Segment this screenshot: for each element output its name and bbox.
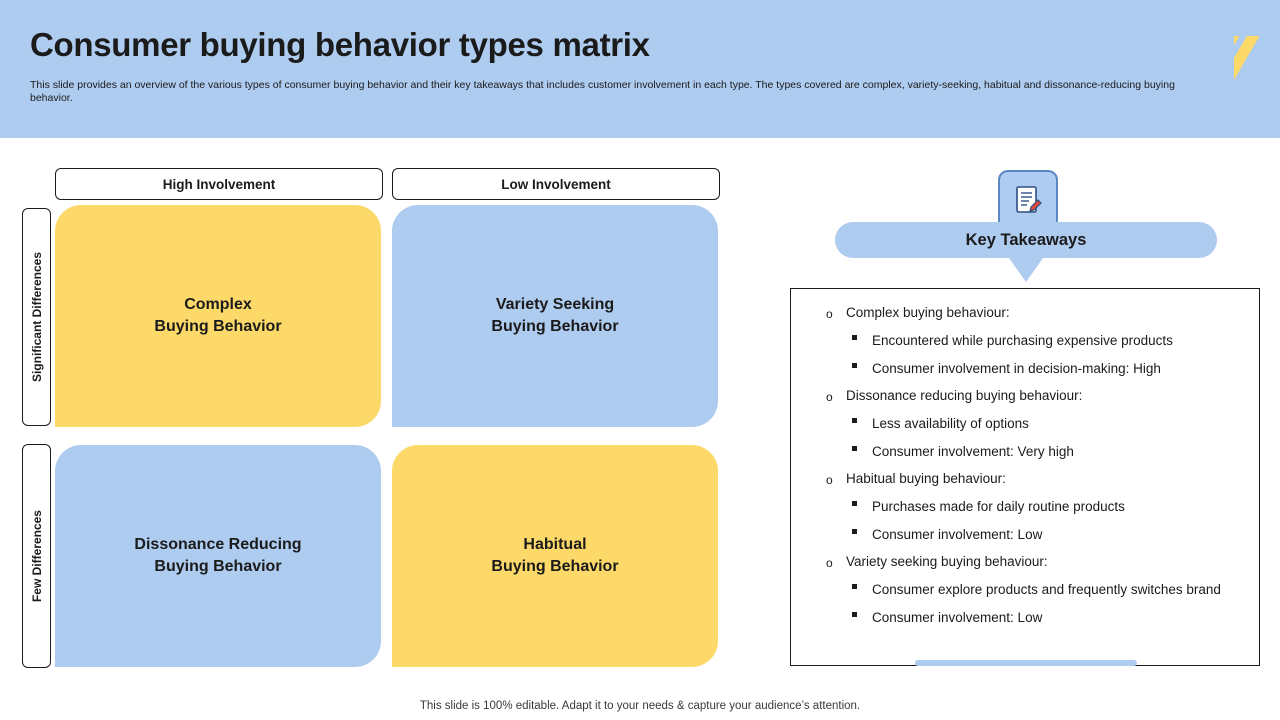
square-bullet-icon — [852, 529, 857, 534]
quadrant-habitual-buying-behavior: Habitual Buying Behavior — [392, 445, 718, 667]
list-item: Encountered while purchasing expensive p… — [820, 332, 1260, 350]
row-header-label: Few Differences — [29, 509, 44, 603]
quadrant-complex-buying-behavior: Complex Buying Behavior — [55, 205, 381, 427]
list-item-label: Consumer involvement: Low — [872, 610, 1043, 625]
column-header-high-involvement: High Involvement — [55, 168, 383, 200]
key-takeaways-underline — [915, 660, 1137, 666]
square-bullet-icon — [852, 584, 857, 589]
list-item: Purchases made for daily routine product… — [820, 498, 1260, 516]
list-item-label: Consumer involvement: Low — [872, 527, 1043, 542]
circle-bullet-icon: o — [826, 556, 833, 570]
quadrant-title-line1: Dissonance Reducing — [134, 536, 302, 553]
list-item-label: Consumer explore products and frequently… — [872, 582, 1221, 597]
square-bullet-icon — [852, 335, 857, 340]
row-header-label: Significant Differences — [29, 251, 44, 383]
row-header-few-differences: Few Differences — [22, 444, 51, 668]
page-title: Consumer buying behavior types matrix — [30, 26, 650, 63]
list-item-label: Variety seeking buying behaviour: — [846, 554, 1048, 569]
quadrant-title-line1: Complex — [184, 296, 252, 313]
circle-bullet-icon: o — [826, 473, 833, 487]
list-item: o Variety seeking buying behaviour: — [820, 553, 1260, 571]
list-item: o Habitual buying behaviour: — [820, 470, 1260, 488]
document-edit-icon-glyph — [1016, 186, 1042, 213]
square-bullet-icon — [852, 501, 857, 506]
key-takeaways-banner: Key Takeaways — [835, 222, 1217, 258]
list-item-label: Habitual buying behaviour: — [846, 471, 1006, 486]
list-item: Consumer explore products and frequently… — [820, 581, 1260, 599]
list-item: Consumer involvement: Low — [820, 609, 1260, 627]
row-header-significant-differences: Significant Differences — [22, 208, 51, 426]
quadrant-title-line1: Variety Seeking — [495, 296, 615, 313]
list-item-label: Complex buying behaviour: — [846, 305, 1010, 320]
list-item: Less availability of options — [820, 415, 1260, 433]
list-item-label: Less availability of options — [872, 416, 1029, 431]
quadrant-variety-seeking-buying-behavior: Variety Seeking Buying Behavior — [392, 205, 718, 427]
key-takeaways-list: o Complex buying behaviour: Encountered … — [820, 300, 1260, 627]
down-arrow-icon — [1009, 258, 1043, 282]
square-bullet-icon — [852, 612, 857, 617]
list-item-label: Consumer involvement: Very high — [872, 444, 1074, 459]
column-header-label: Low Involvement — [501, 176, 611, 192]
quadrant-title-line1: Habitual — [523, 536, 587, 553]
quadrant-title-line2: Buying Behavior — [491, 318, 619, 335]
list-item: Consumer involvement: Low — [820, 526, 1260, 544]
column-header-label: High Involvement — [162, 176, 276, 192]
list-item-label: Encountered while purchasing expensive p… — [872, 333, 1173, 348]
list-item: Consumer involvement in decision-making:… — [820, 360, 1260, 378]
circle-bullet-icon: o — [826, 307, 833, 321]
list-item-label: Dissonance reducing buying behaviour: — [846, 388, 1083, 403]
quadrant-title-line2: Buying Behavior — [491, 558, 619, 575]
square-bullet-icon — [852, 418, 857, 423]
quadrant-dissonance-reducing-buying-behavior: Dissonance Reducing Buying Behavior — [55, 445, 381, 667]
list-item-label: Purchases made for daily routine product… — [872, 499, 1125, 514]
list-item-label: Consumer involvement in decision-making:… — [872, 361, 1161, 376]
circle-bullet-icon: o — [826, 390, 833, 404]
quadrant-title-line2: Buying Behavior — [154, 318, 282, 335]
list-item: o Complex buying behaviour: — [820, 304, 1260, 322]
slide-footer: This slide is 100% editable. Adapt it to… — [419, 700, 861, 712]
decorative-stripes-icon — [1234, 36, 1280, 98]
slide-header: Consumer buying behavior types matrix Th… — [0, 0, 1280, 138]
quadrant-title-line2: Buying Behavior — [154, 558, 282, 575]
document-edit-icon — [998, 170, 1058, 230]
column-header-low-involvement: Low Involvement — [392, 168, 720, 200]
square-bullet-icon — [852, 446, 857, 451]
list-item: o Dissonance reducing buying behaviour: — [820, 387, 1260, 405]
list-item: Consumer involvement: Very high — [820, 443, 1260, 461]
key-takeaways-label: Key Takeaways — [965, 230, 1087, 249]
key-takeaways-box — [790, 288, 1260, 666]
square-bullet-icon — [852, 363, 857, 368]
page-subtitle: This slide provides an overview of the v… — [30, 79, 1175, 104]
